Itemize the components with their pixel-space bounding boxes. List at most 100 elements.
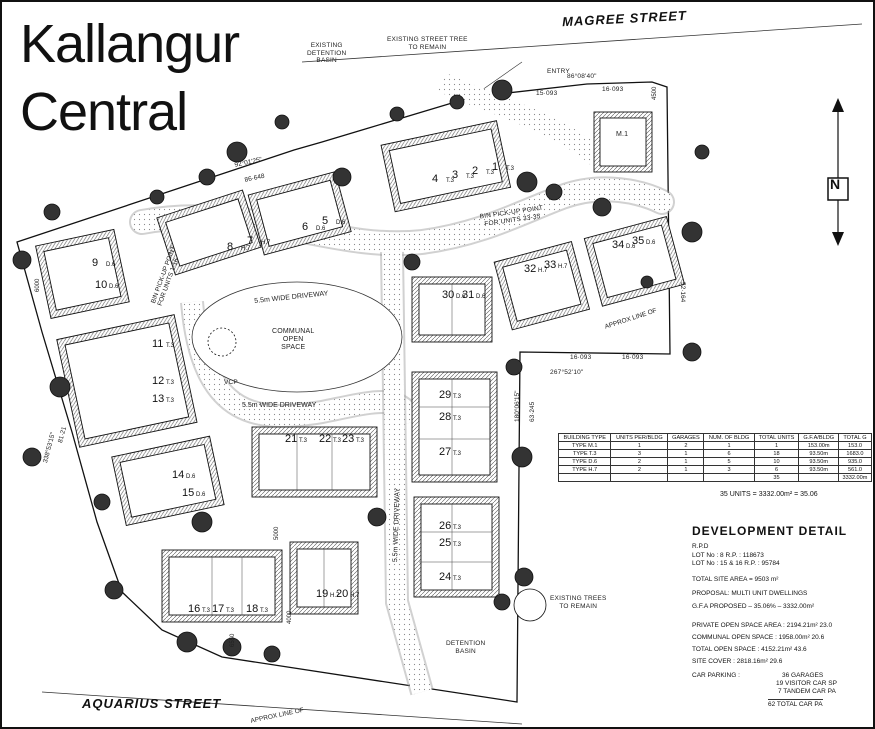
entry-dim-right: 16·093 bbox=[602, 86, 624, 93]
unit-number-29: 29 bbox=[439, 389, 451, 401]
table-cell: 93.50m bbox=[798, 449, 839, 458]
unit-number-10: 10 bbox=[95, 279, 107, 291]
dev-total-open-space: TOTAL OPEN SPACE : 4152.21m² 43.6 bbox=[692, 646, 807, 653]
vcp-label: VCP bbox=[224, 379, 238, 386]
unit-type-16: T.3 bbox=[202, 608, 211, 614]
unit-type-4: T.3 bbox=[446, 178, 455, 184]
unit-type-20: H.7 bbox=[350, 593, 360, 599]
dev-site-area: TOTAL SITE AREA = 9503 m² bbox=[692, 576, 779, 583]
unit-number-31: 31 bbox=[462, 289, 474, 301]
unit-type-23: T.3 bbox=[356, 438, 365, 444]
unit-number-3: 3 bbox=[452, 169, 458, 181]
right-dimension: 63·245 bbox=[529, 401, 536, 422]
table-cell: 93.50m bbox=[798, 465, 839, 474]
site-boundary bbox=[16, 81, 671, 703]
table-cell: 1 bbox=[703, 441, 755, 450]
unit-number-6: 6 bbox=[302, 221, 308, 233]
entry-label: ENTRY bbox=[547, 68, 570, 75]
communal-open-space bbox=[191, 281, 403, 393]
dev-rpd: R.P.D bbox=[692, 543, 709, 550]
table-cell: TYPE H.7 bbox=[557, 465, 612, 474]
table-cell: 2 bbox=[610, 457, 669, 466]
right-bearing: 180°06'15" bbox=[514, 390, 521, 422]
dev-communal-open-space: COMMUNAL OPEN SPACE : 1958.00m² 20.6 bbox=[692, 634, 825, 641]
table-header-cell: G.F.A/BLDG bbox=[798, 433, 839, 442]
unit-type-10: D.6 bbox=[109, 284, 119, 290]
unit-number-35: 35 bbox=[632, 235, 644, 247]
table-header-cell: NUM. OF BLDG bbox=[703, 433, 755, 442]
table-header-cell: UNITS PER/BLDG bbox=[610, 433, 669, 442]
unit-number-34: 34 bbox=[612, 239, 624, 251]
table-cell: 93.50m bbox=[798, 457, 839, 466]
detention-basin-top-note: EXISTING DETENTION BASIN bbox=[307, 42, 347, 64]
unit-type-18: T.3 bbox=[260, 608, 269, 614]
table-cell bbox=[798, 473, 839, 482]
unit-type-7: H.7 bbox=[261, 240, 271, 246]
table-cell: TYPE D.6 bbox=[557, 457, 612, 466]
table-cell: 935.0 bbox=[837, 457, 873, 466]
far-right-dimension: 52·164 bbox=[679, 282, 686, 303]
unit-type-15: D.6 bbox=[196, 492, 206, 498]
unit-type-14: D.6 bbox=[186, 474, 196, 480]
unit-type-1: T.3 bbox=[506, 166, 515, 172]
table-cell: 561.0 bbox=[837, 465, 873, 474]
table-cell: 1 bbox=[667, 457, 705, 466]
title-line-1: Kallangur bbox=[20, 14, 240, 74]
mid-dim-left: 16·093 bbox=[570, 354, 592, 361]
aquarius-street-label: AQUARIUS STREET bbox=[82, 696, 222, 711]
unit-number-4: 4 bbox=[432, 173, 438, 185]
table-cell: 5 bbox=[703, 457, 755, 466]
dev-parking-visitor: 19 VISITOR CAR SP bbox=[776, 680, 837, 687]
unit-number-33: 33 bbox=[544, 259, 556, 271]
entry-dim-left: 15·093 bbox=[536, 90, 558, 97]
dev-car-parking-label: CAR PARKING : bbox=[692, 672, 740, 679]
unit-type-5: D.6 bbox=[336, 220, 346, 226]
unit-type-33: H.7 bbox=[558, 264, 568, 270]
unit-number-11: 11 bbox=[152, 338, 163, 350]
table-cell bbox=[667, 473, 705, 482]
dev-gfa: G.F.A PROPOSED – 35.06% – 3332.00m² bbox=[692, 603, 815, 610]
unit-type-8: H.7 bbox=[241, 246, 251, 252]
unit-number-7: 7 bbox=[247, 235, 253, 247]
dev-site-cover: SITE COVER : 2818.16m² 29.6 bbox=[692, 658, 783, 665]
unit-number-5: 5 bbox=[322, 215, 328, 227]
unit-type-11: T.3 bbox=[166, 343, 175, 349]
dim-6000: 6000 bbox=[35, 278, 41, 292]
table-header-cell: TOTAL UNITS bbox=[753, 433, 800, 442]
unit-number-25: 25 bbox=[439, 537, 451, 549]
existing-trees-note: EXISTING TREES TO REMAIN bbox=[550, 595, 607, 610]
unit-dividers bbox=[211, 284, 492, 615]
unit-number-27: 27 bbox=[439, 446, 451, 458]
dev-lot-1: LOT No : 8 R.P. : 118673 bbox=[692, 552, 764, 559]
unit-type-21: T.3 bbox=[299, 438, 308, 444]
dev-parking-tandem: 7 TANDEM CAR PA bbox=[778, 688, 836, 695]
unit-number-21: 21 bbox=[285, 433, 297, 445]
unit-type-9: D.6 bbox=[106, 262, 116, 268]
unit-type-32: H.7 bbox=[538, 268, 548, 274]
north-arrow bbox=[827, 98, 849, 246]
unit-number-9: 9 bbox=[92, 257, 98, 269]
table-cell: 153.0 bbox=[837, 441, 873, 450]
dim-5000: 5000 bbox=[274, 526, 280, 540]
unit-type-27: T.3 bbox=[453, 451, 462, 457]
entry-bearing: 86°08'40" bbox=[567, 73, 597, 80]
table-cell: 1 bbox=[610, 441, 669, 450]
unit-number-17: 17 bbox=[212, 603, 224, 615]
table-cell: 153.00m bbox=[798, 441, 839, 450]
table-cell: 1683.0 bbox=[837, 449, 873, 458]
schedule-summary: 35 UNITS = 3332.00m² = 35.06 bbox=[720, 491, 818, 498]
table-cell: 3 bbox=[703, 465, 755, 474]
dev-private-open-space: PRIVATE OPEN SPACE AREA : 2194.21m² 23.0 bbox=[692, 622, 833, 629]
unit-number-30: 30 bbox=[442, 289, 454, 301]
unit-type-29: T.3 bbox=[453, 394, 462, 400]
unit-type-25: T.3 bbox=[453, 542, 462, 548]
table-header-cell: BUILDING TYPE bbox=[557, 433, 612, 442]
table-cell: 3332.00m bbox=[837, 473, 873, 482]
unit-number-28: 28 bbox=[439, 411, 451, 423]
dev-proposal: PROPOSAL: MULTI UNIT DWELLINGS bbox=[692, 590, 808, 597]
